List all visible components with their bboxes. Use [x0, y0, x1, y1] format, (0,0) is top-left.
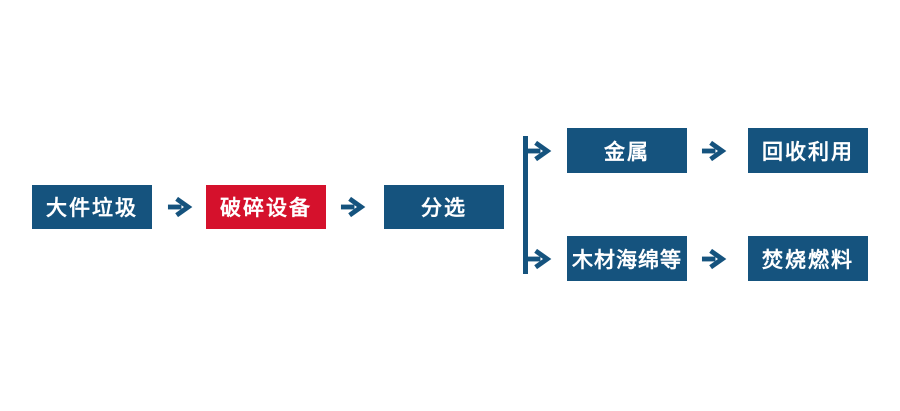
node-wood-sponge: 木材海绵等 [567, 236, 687, 281]
arrow-right-icon [701, 248, 727, 270]
node-bulky-waste: 大件垃圾 [32, 185, 152, 229]
node-metal: 金属 [567, 128, 687, 173]
node-recycling: 回收利用 [748, 128, 868, 173]
branch-line [523, 136, 528, 274]
arrow-right-icon [701, 140, 727, 162]
arrow-right-icon [526, 248, 552, 270]
node-crushing-equipment: 破碎设备 [206, 185, 326, 229]
node-sorting: 分选 [384, 185, 504, 229]
arrow-right-icon [340, 196, 366, 218]
node-incineration-fuel: 焚烧燃料 [748, 236, 868, 281]
arrow-right-icon [526, 140, 552, 162]
arrow-right-icon [167, 196, 193, 218]
